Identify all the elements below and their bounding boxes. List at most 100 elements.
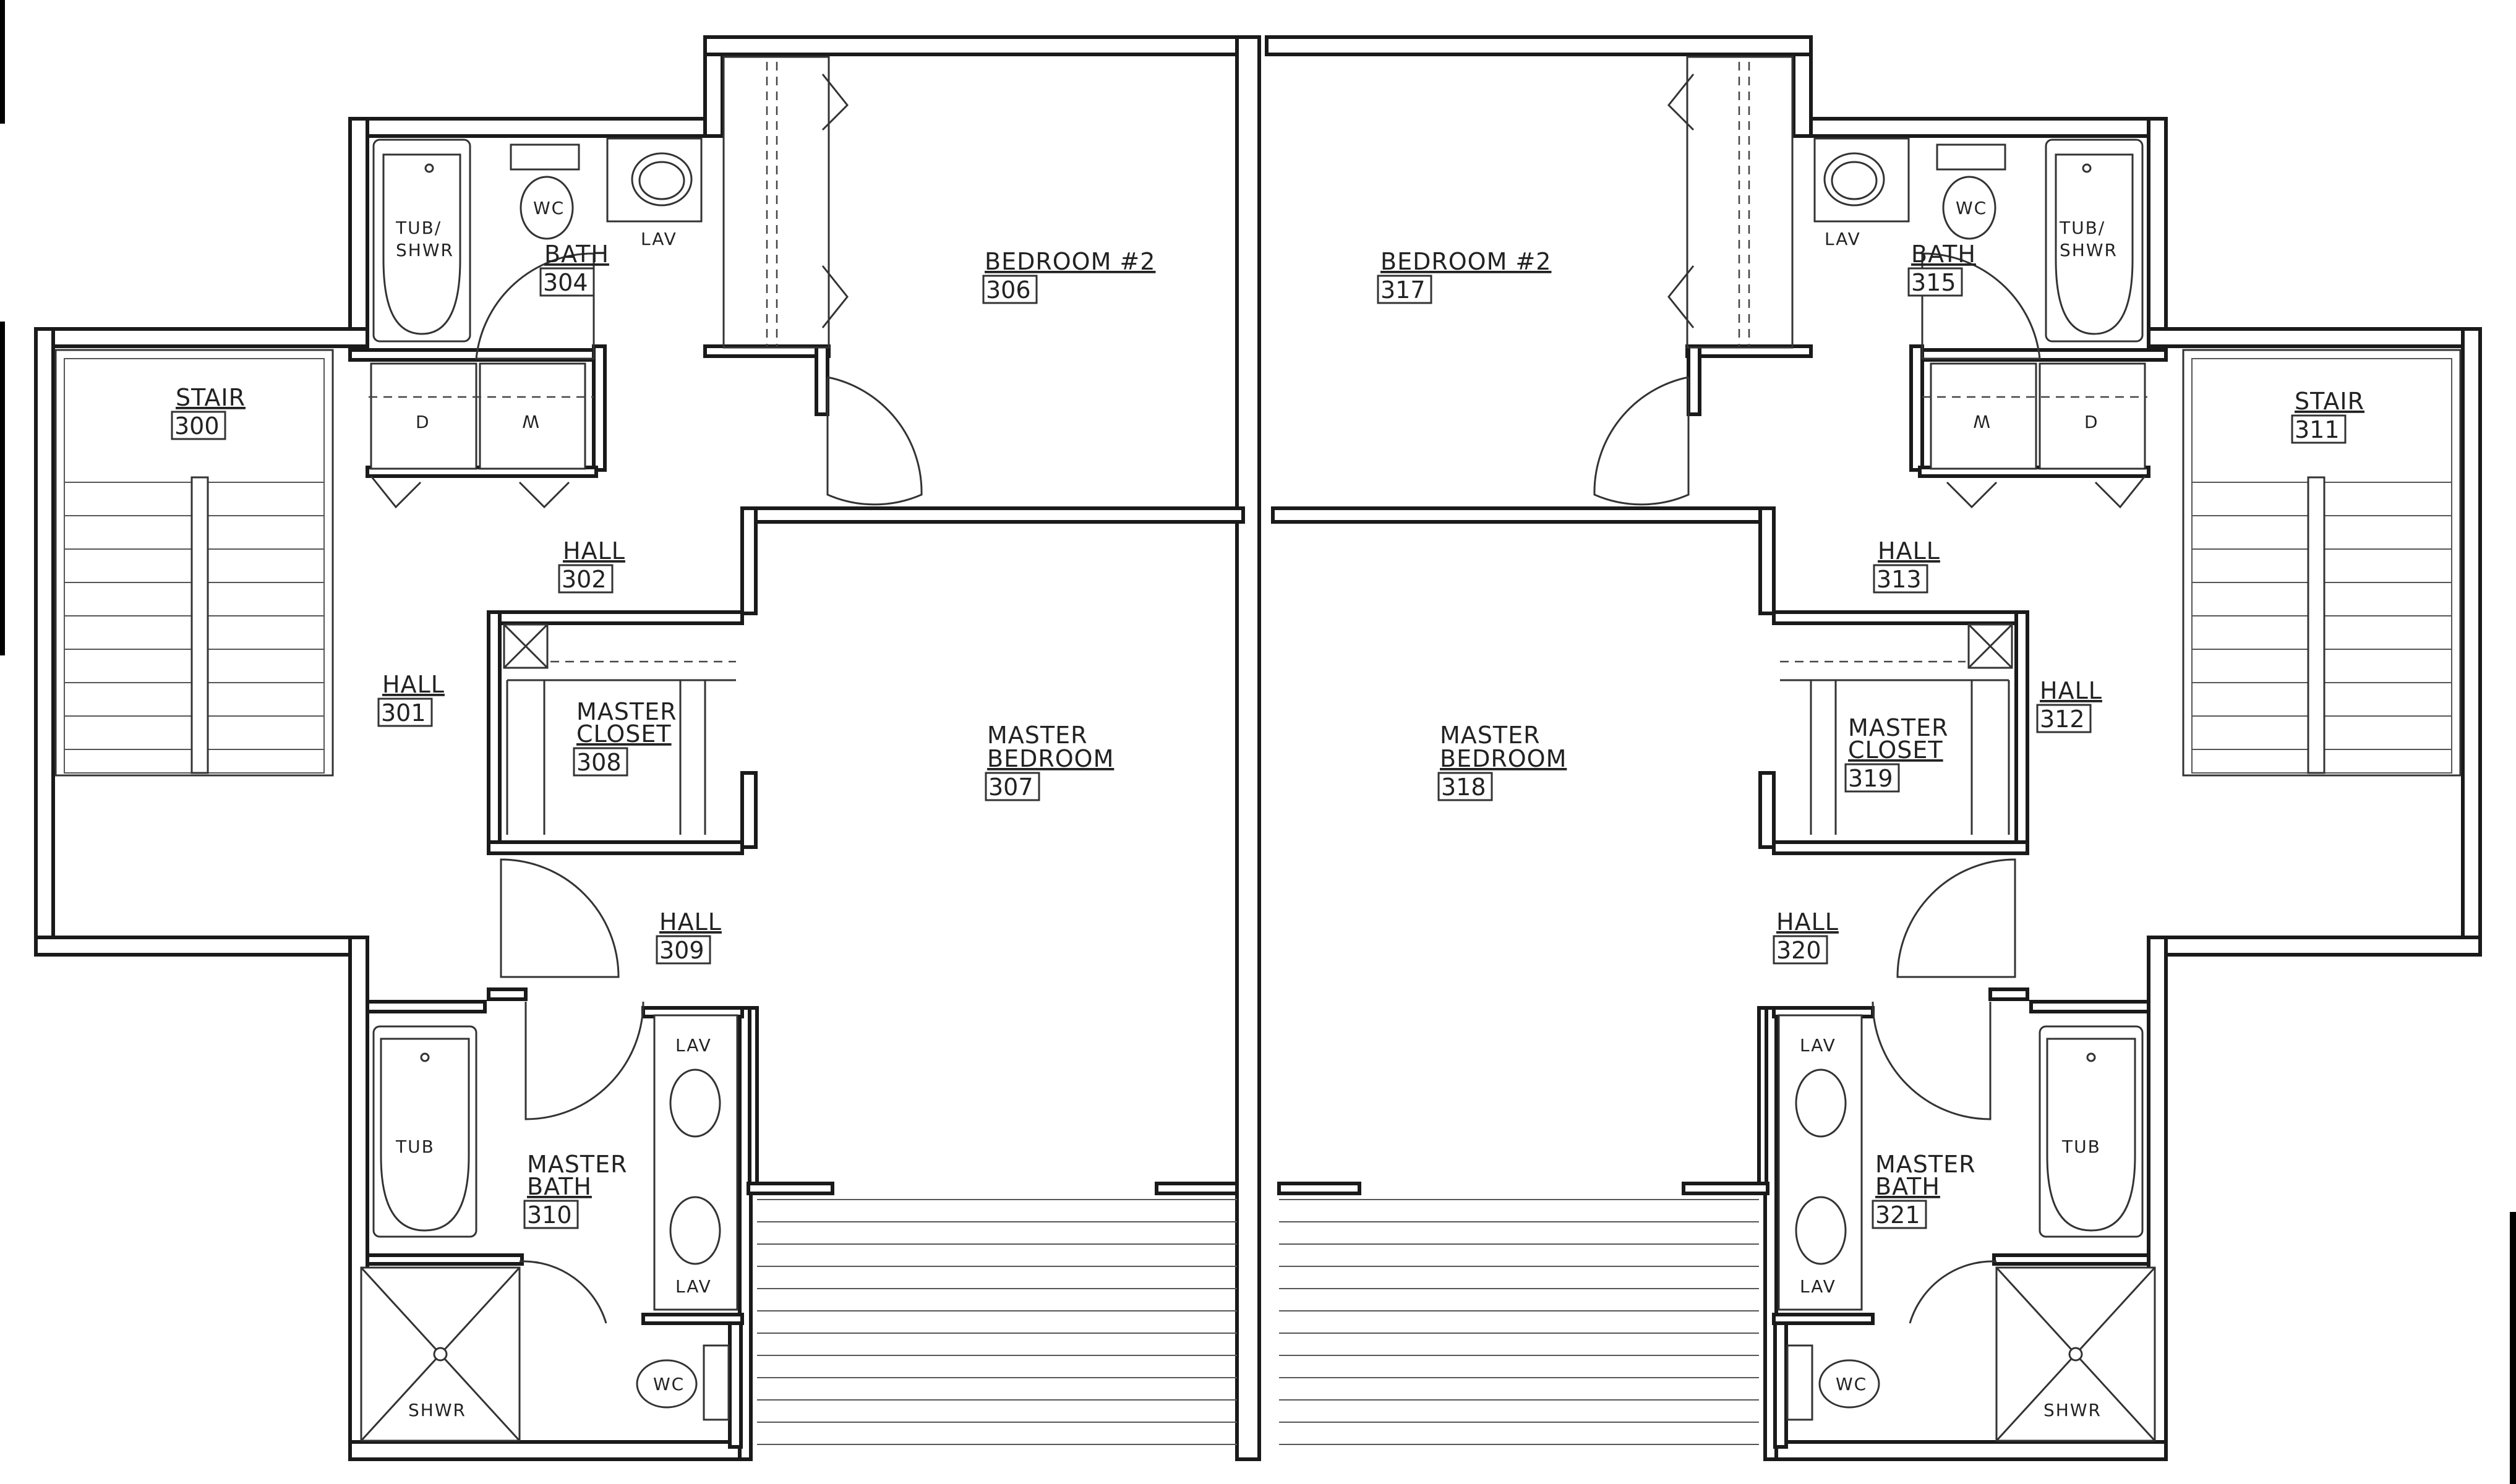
room-name: HALL	[563, 537, 625, 565]
room-label-master-closet-319: MASTER CLOSET 319	[1844, 714, 1949, 793]
room-number: 307	[988, 774, 1033, 801]
stair-handrail	[2307, 476, 2326, 774]
room-name-line2: BEDROOM	[987, 745, 1114, 772]
room-name: HALL	[2040, 677, 2102, 704]
wall	[348, 117, 369, 356]
wall	[34, 327, 369, 348]
room-number: 302	[562, 566, 607, 593]
left-unit: TUB/ SHWR WC LAV D W TUB SHWR LAV LAV	[34, 35, 1261, 1461]
fixture-label-lav: LAV	[641, 229, 677, 249]
room-name: HALL	[1878, 537, 1940, 565]
wall	[1235, 35, 1261, 1461]
fixture-label-wc: WC	[1956, 198, 1987, 218]
balcony-decking	[757, 1199, 1237, 1445]
room-name-line2: BEDROOM	[1440, 745, 1567, 772]
sink-icon	[1795, 1196, 1847, 1265]
room-label-stair-300: STAIR 300	[171, 384, 246, 440]
wall	[487, 987, 528, 1001]
wall	[740, 506, 1245, 524]
fixture-label-lav: LAV	[1800, 1035, 1836, 1055]
room-label-hall-320: HALL 320	[1773, 908, 1839, 965]
tub-shower	[372, 139, 471, 343]
toilet-bowl	[520, 176, 574, 240]
room-label-master-bedroom-307: MASTER BEDROOM 307	[985, 722, 1114, 801]
door-swing	[519, 1260, 607, 1324]
room-name-line1: MASTER	[1440, 722, 1541, 749]
door-swing	[1872, 1001, 1992, 1120]
fixture-label-lav: LAV	[1800, 1276, 1836, 1297]
fixture-label-dryer: D	[416, 412, 430, 432]
door-swing	[826, 376, 923, 506]
wall	[348, 1440, 742, 1461]
room-label-bath-304: BATH 304	[539, 241, 609, 297]
fixture-label-tub: TUB	[395, 1136, 435, 1157]
room-label-stair-311: STAIR 311	[2291, 388, 2364, 444]
stair-outline	[54, 349, 334, 777]
room-label-bedroom-317: BEDROOM #2 317	[1377, 248, 1551, 304]
wall	[815, 344, 829, 416]
room-label-bath-315: BATH 315	[1907, 241, 1976, 297]
wall	[740, 506, 758, 615]
fixture-label-dryer: D	[2084, 412, 2099, 432]
room-number: 306	[986, 276, 1031, 304]
room-label-hall-312: HALL 312	[2036, 677, 2102, 733]
right-unit: TUB/ SHWR WC LAV W D TUB SHWR LAV LAV WC	[1265, 35, 2482, 1461]
tub	[372, 1025, 477, 1238]
room-name: BEDROOM #2	[1380, 248, 1551, 275]
dryer	[370, 362, 477, 470]
room-name: BATH	[1911, 241, 1976, 268]
room-name: BEDROOM #2	[985, 248, 1155, 275]
room-label-master-bedroom-318: MASTER BEDROOM 318	[1437, 722, 1567, 801]
room-number: 308	[576, 749, 622, 776]
room-name-line1: MASTER	[987, 722, 1088, 749]
room-name-line2: CLOSET	[1848, 736, 1943, 764]
room-name: HALL	[382, 671, 445, 698]
room-number: 301	[381, 699, 426, 727]
room-number: 312	[2040, 706, 2085, 733]
wall	[592, 344, 607, 472]
toilet-bowl	[1942, 176, 1996, 240]
toilet-tank	[703, 1344, 730, 1421]
toilet-tank	[1936, 143, 2006, 171]
sink-icon	[669, 1196, 721, 1265]
toilet-bowl	[1818, 1359, 1880, 1409]
room-label-hall-302: HALL 302	[558, 537, 625, 594]
sink-icon	[1795, 1068, 1847, 1138]
toilet-bowl	[636, 1359, 698, 1409]
fixture-label-shwr: SHWR	[2060, 240, 2118, 260]
door-swing	[524, 1001, 644, 1120]
fixture-label-wc: WC	[653, 1374, 685, 1394]
room-number: 317	[1380, 276, 1426, 304]
room-name: STAIR	[176, 384, 246, 411]
fixture-label-washer: W	[521, 411, 539, 432]
room-number: 315	[1911, 269, 1956, 296]
room-label-master-closet-308: MASTER CLOSET 308	[573, 698, 677, 777]
room-label-master-bath-321: MASTER BATH 321	[1872, 1151, 1975, 1229]
fixture-label-lav: LAV	[675, 1276, 712, 1297]
tub-shower	[2045, 139, 2144, 343]
room-number: 310	[527, 1201, 572, 1229]
scan-edge-mark	[0, 0, 5, 124]
washer	[1930, 362, 2037, 470]
fixture-label-tub: TUB	[2061, 1136, 2101, 1157]
room-number: 313	[1876, 566, 1922, 593]
toilet-tank	[1786, 1344, 1813, 1421]
fixture-label-lav: LAV	[675, 1035, 712, 1055]
room-label-bedroom-306: BEDROOM #2 306	[982, 248, 1155, 304]
room-name: HALL	[1776, 908, 1839, 936]
fixture-label-tub: TUB/	[2059, 218, 2105, 238]
sink-icon	[669, 1068, 721, 1138]
wall	[366, 1253, 524, 1266]
scan-edge-mark	[2510, 1212, 2516, 1484]
room-label-hall-309: HALL 309	[656, 908, 721, 965]
scan-edge-mark	[0, 322, 5, 655]
fixture-label-lav: LAV	[1825, 229, 1861, 249]
door-swing	[1593, 376, 1690, 506]
door-swing	[475, 252, 595, 360]
room-label-hall-301: HALL 301	[377, 671, 445, 727]
room-name-line1: MASTER	[1848, 714, 1949, 741]
wall	[487, 610, 502, 855]
tub	[2039, 1025, 2144, 1238]
wall	[747, 1182, 834, 1195]
